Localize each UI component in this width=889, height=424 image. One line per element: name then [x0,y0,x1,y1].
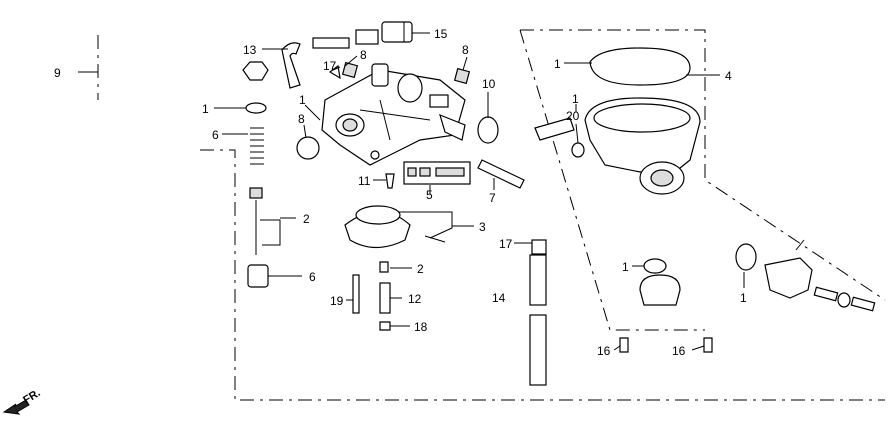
front-direction-marker: FR. [2,387,43,415]
callout-1-valve: 1 [740,291,747,305]
callout-7: 7 [489,191,496,205]
part-19-jet [352,274,360,314]
piston-valve-6 [247,264,269,288]
callout-1-body: 1 [299,93,306,107]
body-outline [321,69,466,166]
part-7-screw [477,159,525,189]
callout-5: 5 [426,188,433,202]
drain-plug [639,274,681,306]
callout-14: 14 [492,291,506,305]
group-boundaries [78,29,886,401]
fuel-valve [764,257,813,299]
callout-10: 10 [482,77,496,91]
float-chamber-boundary-right [520,29,886,301]
part-18-screw [379,321,391,331]
part-14-tube-lower [529,314,547,386]
callout-3: 3 [479,220,486,234]
part-1-oring-right [735,243,757,271]
part-10-cap [477,116,499,144]
main-assembly-boundary [200,149,885,401]
callout-1-washer: 1 [202,102,209,116]
part-11-screw [385,173,395,189]
callout-13: 13 [243,43,257,57]
drain-screw [534,117,575,141]
float-pin [424,235,446,243]
callout-16-left: 16 [597,344,611,358]
washer-1 [245,102,267,114]
callout-2-valve: 2 [417,262,424,276]
spring-6 [250,127,264,165]
callout-4: 4 [725,69,732,83]
callout-16-right: 16 [672,344,686,358]
hose-joint [355,29,379,45]
callout-6-spring: 6 [212,128,219,142]
choke-housing [371,63,389,87]
cap-nut [242,61,269,81]
part-17-clamp-a [328,64,341,80]
part-20-oring [571,142,585,158]
screw [813,286,839,302]
needle-clip [249,187,263,199]
callout-8-right: 8 [462,43,469,57]
fuel-hose-group [281,21,413,89]
callout-9: 9 [54,66,61,80]
callout-6-piston: 6 [309,270,316,284]
part-8-clip-b [453,67,471,85]
part-8-clip-a [341,61,359,79]
carburetor-body [321,63,466,166]
callout-1-plug: 1 [622,260,629,274]
part-17-clamp-b [531,239,547,255]
float-chamber-group [534,47,876,353]
hose-13 [281,42,301,89]
part-5-screw-set [403,161,471,185]
part-16-screw-b [703,337,713,353]
callout-17-mid: 17 [499,237,513,251]
callout-2-needle: 2 [303,212,310,226]
callout-19: 19 [330,294,344,308]
hose-cap-15 [381,21,413,43]
throttle-lever [439,113,466,141]
callout-15: 15 [434,27,448,41]
part-8-oring [296,136,320,160]
part-16-screw-a [619,337,629,353]
part-2-needle-valve [379,261,389,273]
gasket-1 [589,47,691,86]
callout-17-top: 17 [323,59,337,73]
part-1-oring [643,258,667,274]
leader-lines [214,32,745,351]
front-arrow-icon [2,399,30,415]
callout-20: 20 [566,109,580,123]
callout-labels: 9 13 15 8 17 8 10 1 1 8 6 11 5 7 2 3 17 … [54,27,747,358]
callout-12: 12 [408,292,422,306]
callout-8-oring: 8 [298,112,305,126]
callout-18: 18 [414,320,428,334]
left-column-parts [242,61,269,288]
vacuum-chamber [397,73,423,103]
part-12-main-jet [379,282,391,314]
part-14-tube-upper [529,254,547,306]
callout-8-top: 8 [360,48,367,62]
callout-1-gasket: 1 [554,57,561,71]
callout-11: 11 [358,174,371,188]
middle-parts [344,159,547,386]
callout-1-drain: 1 [572,92,579,106]
hose-segment [312,37,350,49]
